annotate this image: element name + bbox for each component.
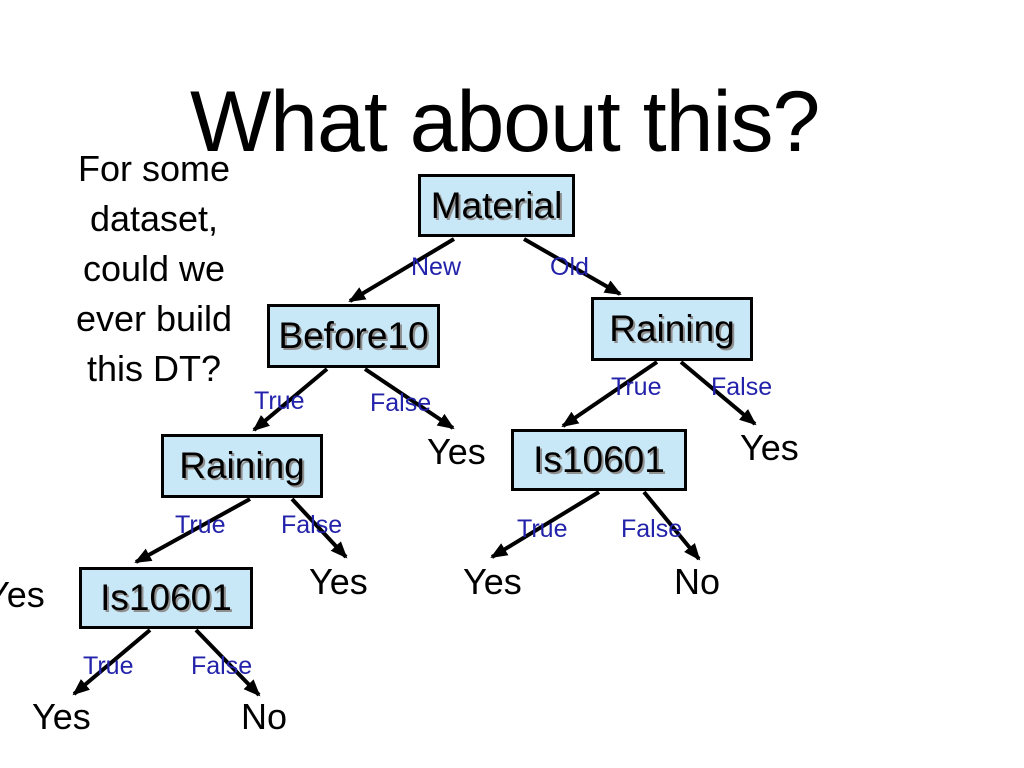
node-material: Material (418, 174, 575, 237)
branch-label-is10601-left-true: True (83, 652, 134, 680)
leaf-before10-false-yes: Yes (427, 431, 486, 472)
arrow-raining-left-true (134, 497, 251, 564)
question-line-3: could we (82, 248, 226, 289)
question-line-1: For some (77, 148, 231, 189)
arrow-raining-right-true (561, 360, 659, 428)
question-text: For some dataset, could we ever build th… (38, 144, 270, 394)
slide-title: What about this? (190, 74, 820, 170)
branch-label-before10-true: True (254, 387, 305, 415)
leaf-raining-left-false-yes: Yes (309, 561, 368, 602)
arrow-material-new (348, 237, 456, 303)
question-line-5: this DT? (86, 348, 222, 389)
branch-label-is10601-left-false: False (191, 652, 253, 680)
leaf-is10601-left-false-no: No (241, 696, 288, 737)
branch-label-old: Old (550, 253, 589, 281)
node-raining-right: Raining (591, 297, 753, 361)
node-is10601-right: Is10601 (511, 429, 687, 491)
arrow-before10-true (252, 367, 329, 432)
branch-label-raining-left-false: False (281, 511, 343, 539)
leaf-is10601-right-true-yes: Yes (463, 561, 522, 602)
branch-label-is10601-right-false: False (621, 515, 683, 543)
arrow-is10601-right-true (490, 490, 601, 559)
node-raining-left: Raining (161, 434, 323, 498)
branch-label-raining-left-true: True (175, 511, 226, 539)
arrow-raining-left-false (290, 497, 348, 559)
arrow-is10601-left-false (194, 628, 261, 697)
leaf-clipped-left-yes: Yes (0, 574, 45, 615)
arrow-is10601-left-true (72, 628, 152, 696)
branch-label-raining-right-true: True (611, 373, 662, 401)
question-line-4: ever build (75, 298, 233, 339)
branch-label-before10-false: False (370, 389, 432, 417)
question-line-2: dataset, (89, 198, 219, 239)
node-is10601-left: Is10601 (79, 567, 253, 629)
arrow-before10-false (363, 367, 455, 430)
node-before10: Before10 (267, 304, 440, 368)
leaf-is10601-left-true-yes: Yes (32, 696, 91, 737)
arrow-raining-right-false (679, 360, 757, 426)
arrow-material-old (523, 237, 622, 296)
leaf-raining-right-false-yes: Yes (740, 427, 799, 468)
arrow-is10601-right-false (642, 490, 701, 561)
branch-label-new: New (411, 253, 462, 281)
branch-label-is10601-right-true: True (517, 515, 568, 543)
leaf-is10601-right-false-no: No (674, 561, 721, 602)
branch-label-raining-right-false: False (711, 373, 773, 401)
